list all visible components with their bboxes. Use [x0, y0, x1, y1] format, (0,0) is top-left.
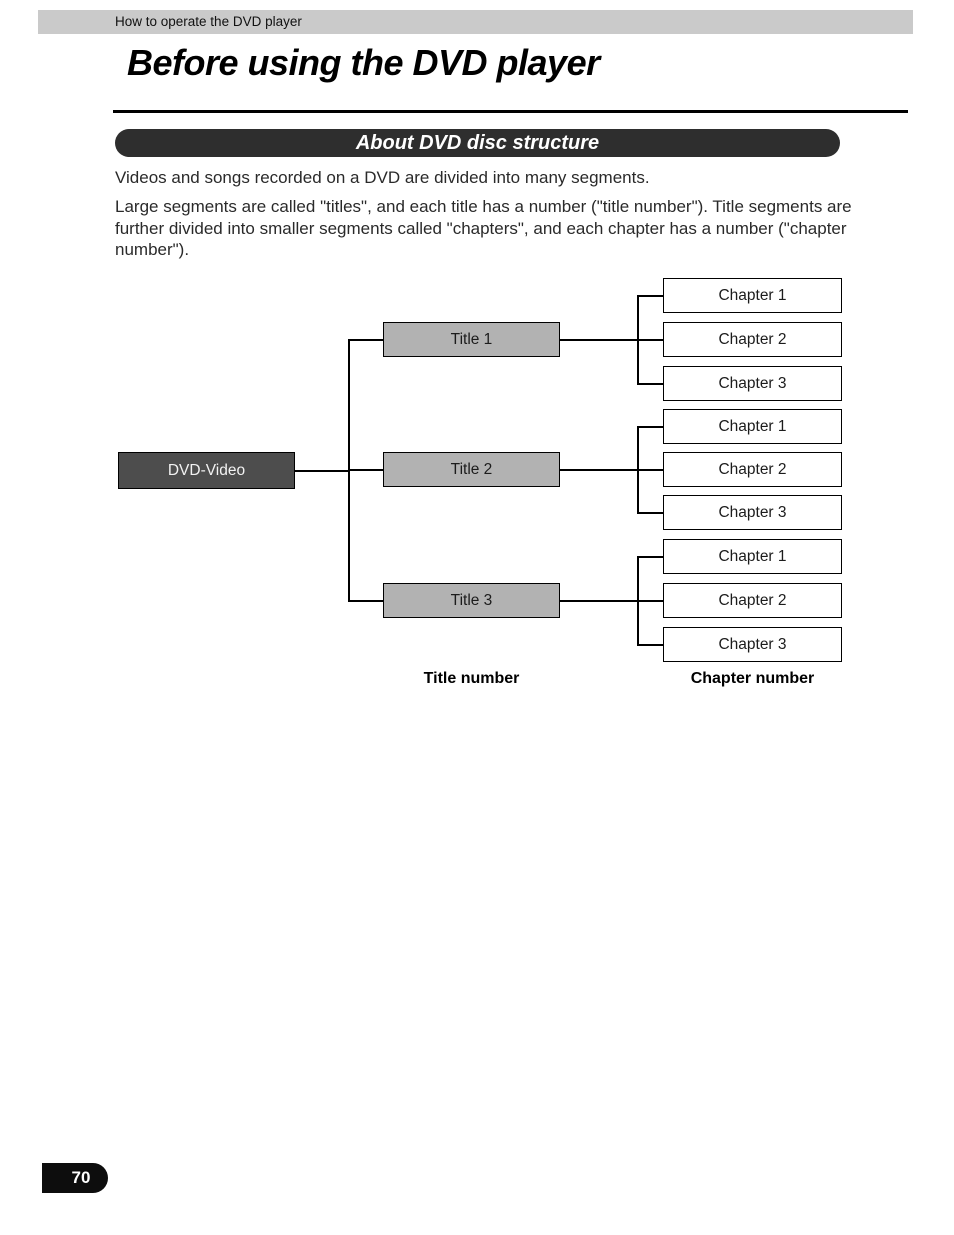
connector-line	[637, 600, 663, 602]
dvd-structure-diagram: DVD-Video Title 1 Chapter 1 Chapter 2 Chapte…	[118, 278, 842, 662]
section-heading: About DVD disc structure	[355, 131, 600, 154]
chapter-box: Chapter 3	[663, 627, 842, 662]
connector-line	[560, 600, 637, 602]
connector-line	[560, 469, 637, 471]
connector-line	[637, 383, 663, 385]
chapter-box: Chapter 2	[663, 452, 842, 487]
root-box: DVD-Video	[118, 452, 295, 489]
chapter-box: Chapter 3	[663, 366, 842, 401]
title-box: Title 3	[383, 583, 560, 618]
section-heading-pill: About DVD disc structure	[115, 129, 840, 157]
chapter-number-label: Chapter number	[690, 670, 815, 687]
connector-line	[637, 339, 663, 341]
chapter-box: Chapter 1	[663, 539, 842, 574]
header-label: How to operate the DVD player	[115, 14, 302, 29]
title-underline	[113, 110, 908, 113]
page-number: 70	[71, 1168, 91, 1187]
connector-line	[295, 470, 348, 472]
connector-line	[637, 644, 663, 646]
paragraph-1: Videos and songs recorded on a DVD are d…	[115, 168, 650, 187]
connector-line	[348, 469, 383, 471]
connector-line	[637, 469, 663, 471]
connector-line	[348, 339, 383, 341]
chapter-box: Chapter 2	[663, 583, 842, 618]
header-bar: How to operate the DVD player	[38, 10, 913, 34]
connector-line	[637, 512, 663, 514]
page-number-badge: 70	[42, 1163, 108, 1193]
connector-line	[560, 339, 637, 341]
connector-line	[637, 295, 663, 297]
chapter-box: Chapter 3	[663, 495, 842, 530]
connector-line	[637, 426, 663, 428]
title-box: Title 2	[383, 452, 560, 487]
paragraph-2: Large segments are called "titles", and …	[115, 197, 852, 259]
title-number-label: Title number	[423, 670, 520, 687]
chapter-box: Chapter 1	[663, 409, 842, 444]
connector-line	[637, 556, 663, 558]
chapter-box: Chapter 1	[663, 278, 842, 313]
chapter-box: Chapter 2	[663, 322, 842, 357]
page-title: Before using the DVD player	[127, 42, 600, 83]
connector-line	[348, 600, 383, 602]
title-box: Title 1	[383, 322, 560, 357]
